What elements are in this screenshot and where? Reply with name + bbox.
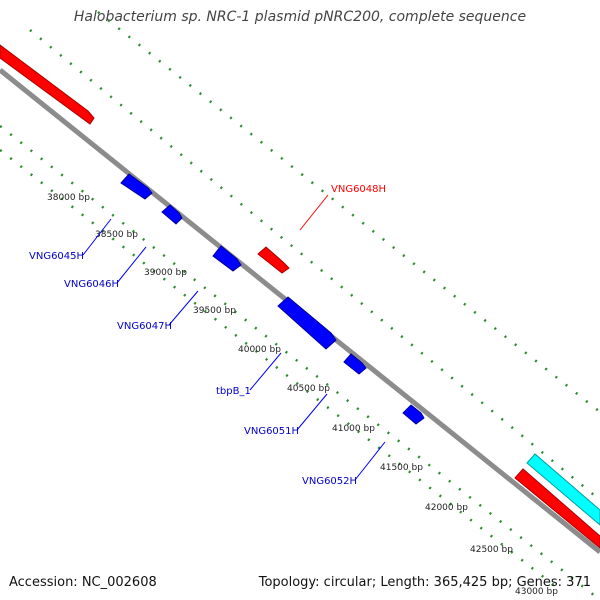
leader-line-VNG6046H [116, 246, 147, 284]
leader-line-VNG6052H [354, 441, 386, 481]
forward-gene-block [0, 44, 95, 125]
bp-tick-label: 38500 bp [95, 230, 138, 240]
gene-VNG6045H-block [120, 173, 153, 200]
bp-tick-label: 40500 bp [287, 384, 330, 394]
inner-track-dotted-1 [0, 149, 561, 591]
bp-tick-label: 43000 bp [515, 587, 558, 597]
bp-tick-label: 38000 bp [47, 193, 90, 203]
bp-tick-label: 39000 bp [144, 268, 187, 278]
rna-feature-block [526, 453, 600, 526]
outer-track-dotted-2 [29, 29, 600, 501]
gene-label-VNG6048H[interactable]: VNG6048H [331, 184, 386, 195]
gene-label-VNG6045H[interactable]: VNG6045H [29, 251, 84, 262]
forward-gene-block-lower [514, 468, 600, 549]
gene-VNG6046H-block [161, 204, 183, 225]
leader-line-VNG6047H [168, 290, 199, 326]
gene-label-VNG6046H[interactable]: VNG6046H [64, 279, 119, 290]
gene-label-VNG6047H[interactable]: VNG6047H [117, 321, 172, 332]
bp-tick-label: 42000 bp [425, 503, 468, 513]
topology-label: Topology: circular; Length: 365,425 bp; … [258, 575, 591, 590]
map-title: Halobacterium sp. NRC-1 plasmid pNRC200,… [73, 9, 527, 25]
gene-VNG6051H-block [343, 353, 367, 375]
leader-line-tbpB_1 [249, 352, 282, 391]
inner-track-dotted-2 [0, 125, 600, 600]
gene-VNG6048H-block [257, 246, 290, 274]
gene-label-VNG6051H[interactable]: VNG6051H [244, 426, 299, 437]
leader-line-VNG6048H [299, 194, 329, 231]
gene-VNG6047H-block [212, 245, 242, 272]
gene-label-VNG6052H[interactable]: VNG6052H [302, 476, 357, 487]
outer-track-dotted-1 [97, 11, 600, 413]
bp-tick-label: 41000 bp [332, 424, 375, 434]
gene-tbpB_1-block [277, 296, 337, 350]
gene-VNG6052H-block [402, 404, 425, 425]
bp-tick-label: 39500 bp [193, 306, 236, 316]
bp-tick-label: 42500 bp [470, 545, 513, 555]
bp-tick-label: 40000 bp [238, 345, 281, 355]
bp-tick-label: 41500 bp [380, 463, 423, 473]
leader-line-VNG6045H [82, 218, 112, 256]
leader-line-VNG6051H [296, 393, 328, 431]
accession-label: Accession: NC_002608 [9, 575, 157, 590]
gene-label-tbpB_1[interactable]: tbpB_1 [216, 386, 251, 397]
